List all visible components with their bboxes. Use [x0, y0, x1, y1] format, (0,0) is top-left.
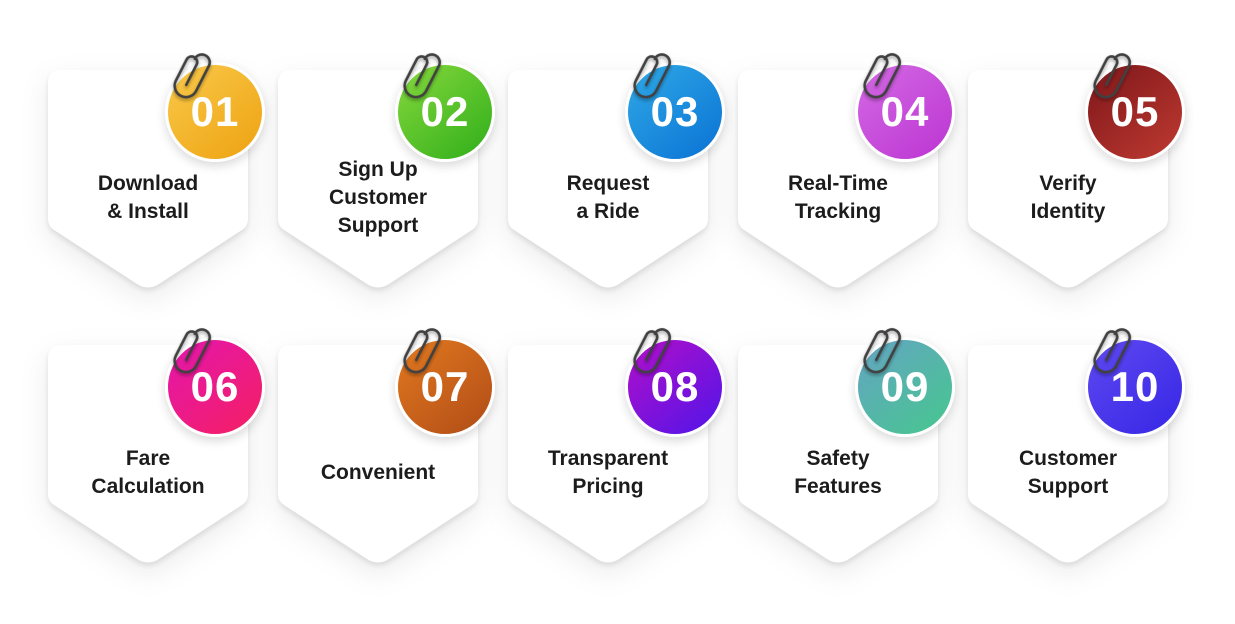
- step-number-badge: 08: [625, 337, 725, 437]
- paperclip-icon: [1093, 328, 1132, 374]
- step-label: Request a Ride: [566, 172, 650, 223]
- step-number: 10: [1110, 363, 1160, 410]
- step-card-5: Verify Identity 05: [968, 53, 1185, 292]
- paperclip-icon: [633, 53, 672, 99]
- step-card-10: Customer Support 10: [968, 328, 1185, 567]
- step-card-7: Convenient 07: [278, 328, 495, 567]
- step-number: 08: [650, 363, 700, 410]
- step-label: Safety Features: [794, 447, 882, 498]
- step-number-badge: 07: [395, 337, 495, 437]
- step-number-badge: 10: [1085, 337, 1185, 437]
- step-card-9: Safety Features 09: [738, 328, 955, 567]
- step-number-badge: 01: [165, 62, 265, 162]
- step-number: 05: [1110, 88, 1160, 135]
- step-number: 04: [880, 88, 930, 135]
- step-number: 07: [420, 363, 470, 410]
- step-number: 02: [420, 88, 470, 135]
- step-label: Download & Install: [97, 172, 199, 223]
- step-number-badge: 05: [1085, 62, 1185, 162]
- step-number: 09: [880, 363, 930, 410]
- step-number-badge: 09: [855, 337, 955, 437]
- paperclip-icon: [173, 53, 212, 99]
- step-label: Verify Identity: [1030, 172, 1106, 223]
- step-number: 03: [650, 88, 700, 135]
- step-label: Transparent Pricing: [547, 447, 669, 498]
- paperclip-icon: [1093, 53, 1132, 99]
- paperclip-icon: [863, 53, 902, 99]
- step-label: Real-Time Tracking: [788, 172, 888, 223]
- step-card-2: Sign Up Customer Support 02: [278, 53, 495, 292]
- paperclip-icon: [633, 328, 672, 374]
- paperclip-icon: [403, 53, 442, 99]
- step-number-badge: 04: [855, 62, 955, 162]
- paperclip-icon: [863, 328, 902, 374]
- step-card-6: Fare Calculation 06: [48, 328, 265, 567]
- step-number: 01: [190, 88, 240, 135]
- step-number-badge: 03: [625, 62, 725, 162]
- step-card-8: Transparent Pricing 08: [508, 328, 725, 567]
- step-label: Customer Support: [1018, 447, 1118, 498]
- step-number: 06: [190, 363, 240, 410]
- step-card-1: Download & Install 01: [48, 53, 265, 292]
- step-label: Sign Up Customer Support: [328, 158, 428, 237]
- paperclip-icon: [403, 328, 442, 374]
- step-number-badge: 06: [165, 337, 265, 437]
- step-card-4: Real-Time Tracking 04: [738, 53, 955, 292]
- step-label: Fare Calculation: [91, 447, 205, 498]
- step-number-badge: 02: [395, 62, 495, 162]
- step-label: Convenient: [320, 461, 436, 484]
- paperclip-icon: [173, 328, 212, 374]
- step-card-3: Request a Ride 03: [508, 53, 725, 292]
